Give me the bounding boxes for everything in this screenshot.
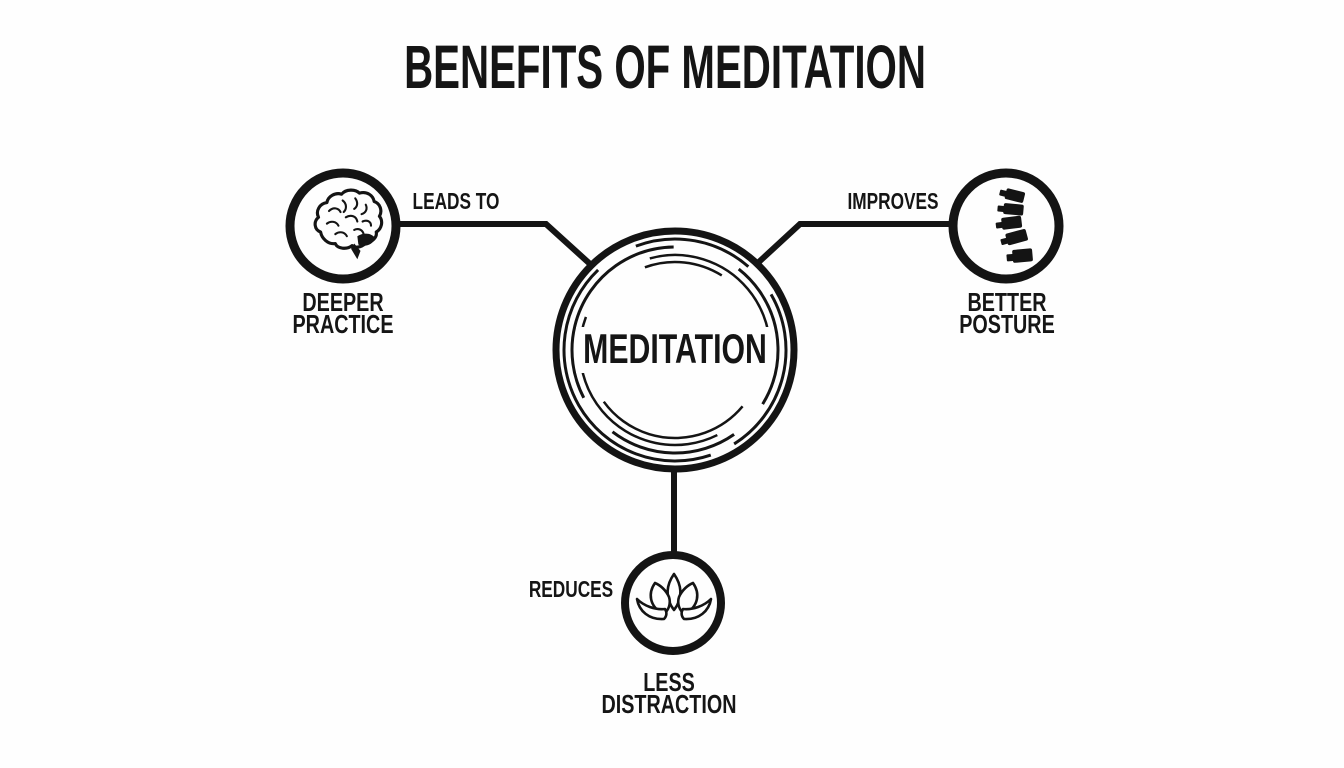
central-circle (552, 227, 798, 473)
central-circle-label: MEDITATION (583, 325, 767, 372)
node-label-better-posture: BETTER POSTURE (959, 287, 1055, 339)
connector-improves-line (745, 221, 960, 275)
connector-leads-to-line (390, 221, 603, 276)
connector-label-reduces: REDUCES (528, 576, 614, 602)
node-label-deeper-practice: DEEPER PRACTICE (292, 287, 394, 339)
central-inner-arc (585, 260, 765, 440)
spine-icon (995, 188, 1033, 263)
node-less-distraction (621, 551, 725, 655)
brain-icon (313, 188, 384, 260)
central-inner-arc (570, 245, 780, 455)
central-inner-arc (578, 253, 772, 447)
page-title: BENEFITS OF MEDITATION (404, 33, 926, 101)
node-better-posture (948, 168, 1064, 284)
node-label-less-distraction: LESS DISTRACTION (601, 667, 737, 719)
central-label-band (576, 327, 774, 373)
node-deeper-practice (285, 168, 401, 284)
lotus-icon (635, 572, 713, 621)
connector-label-leads-to: LEADS TO (412, 188, 500, 214)
central-inner-arc (562, 237, 788, 463)
connector-label-improves: IMPROVES (847, 188, 939, 214)
